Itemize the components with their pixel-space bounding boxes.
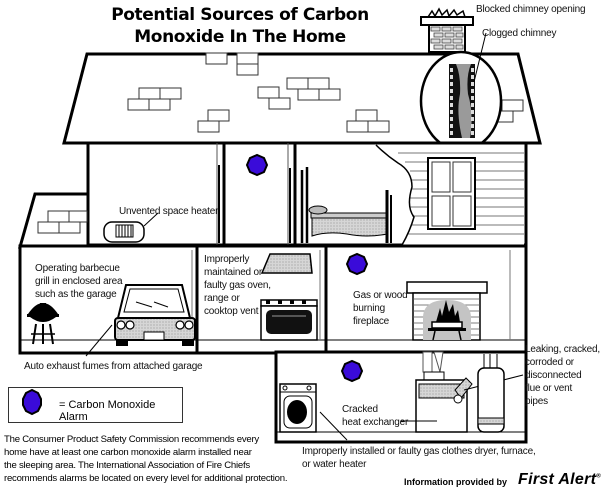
leader-line xyxy=(319,411,348,441)
page-title: Potential Sources of Carbon Monoxide In … xyxy=(111,5,369,47)
co-alarm-icon xyxy=(340,359,364,383)
label-fireplace: Gas or wood burning fireplace xyxy=(353,290,408,327)
stove-icon xyxy=(260,253,318,341)
credit-prefix: Information provided by xyxy=(404,477,508,487)
label-flue-pipes: Leaking, cracked, corroded or disconnect… xyxy=(525,344,600,407)
label-bbq-grill: Operating barbecue grill in enclosed are… xyxy=(35,263,123,300)
furnace-icon xyxy=(401,351,524,433)
car-icon xyxy=(85,284,196,357)
co-alarms xyxy=(245,153,369,383)
label-clogged-chimney: Clogged chimney xyxy=(482,28,557,39)
legend: = Carbon Monoxide Alarm xyxy=(8,387,183,423)
legend-label: = Carbon Monoxide Alarm xyxy=(59,399,156,423)
co-alarm-icon xyxy=(345,252,369,276)
co-alarm-icon xyxy=(245,153,269,177)
label-blocked-chimney: Blocked chimney opening xyxy=(476,4,586,15)
dryer-icon xyxy=(279,383,348,441)
brand-name: First Alert xyxy=(518,471,597,488)
window xyxy=(427,157,476,230)
basement xyxy=(274,350,528,444)
brand-logo: First Alert® xyxy=(518,471,601,489)
registered-mark: ® xyxy=(596,473,602,480)
fireplace-icon xyxy=(406,281,488,341)
label-gas-oven: Improperly maintained or faulty gas oven… xyxy=(204,254,271,317)
chimney xyxy=(420,7,474,53)
bed-icon xyxy=(308,190,392,243)
bbq-grill-icon xyxy=(27,303,59,345)
upper-floor xyxy=(86,141,528,247)
recommendation-note: The Consumer Product Safety Commission r… xyxy=(4,434,288,484)
label-auto-exhaust: Auto exhaust fumes from attached garage xyxy=(24,361,203,372)
water-heater-icon xyxy=(477,354,505,433)
leader-line xyxy=(473,32,487,83)
legend-alarm-icon xyxy=(22,388,42,416)
clogged-chimney-detail xyxy=(419,32,503,152)
label-space-heater: Unvented space heater xyxy=(119,206,219,217)
leader-line xyxy=(85,324,113,357)
space-heater-icon xyxy=(103,212,159,243)
label-heat-exchanger: Cracked heat exchanger xyxy=(342,404,409,428)
debris-icon xyxy=(427,7,466,18)
leader-line xyxy=(143,212,159,227)
main-floor xyxy=(18,244,528,357)
porch-roof xyxy=(18,192,90,249)
label-dryer-furnace: Improperly installed or faulty gas cloth… xyxy=(302,446,536,470)
